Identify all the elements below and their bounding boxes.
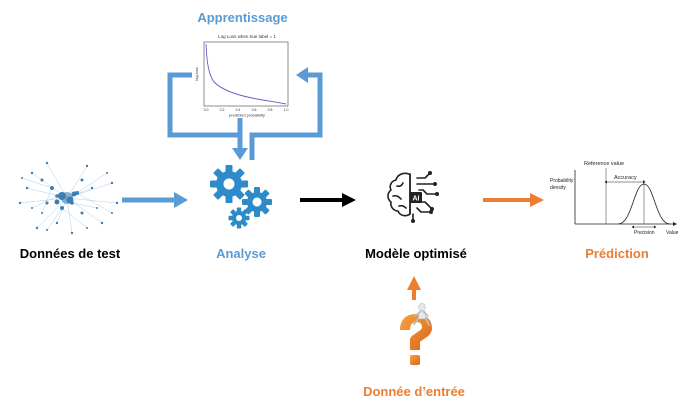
ai-brain-icon: AI <box>387 171 439 223</box>
distribution-reference-label: Reference value <box>584 161 624 167</box>
feedback-arrowhead-down <box>232 148 248 160</box>
plot-xtick: 1.0 <box>284 108 289 112</box>
input-label: Donnée d’entrée <box>363 384 465 399</box>
gaussian-curve <box>617 183 671 225</box>
learning-title: Apprentissage <box>197 10 288 25</box>
distribution-precision-label: Precision <box>634 230 655 236</box>
feedback-loop-right <box>249 72 323 160</box>
distribution-ylabel-2: density <box>550 185 566 191</box>
question-person-icon <box>400 303 432 365</box>
plot-xlabel: predicted probability <box>229 113 265 118</box>
arrowhead-model-to-prediction <box>530 193 544 207</box>
plot-xtick: 0.2 <box>220 108 225 112</box>
distribution-xlabel: Value <box>666 230 679 236</box>
log-loss-curve <box>205 43 287 105</box>
distribution-accuracy-label: Accuracy <box>614 175 637 181</box>
plot-xtick: 0.0 <box>204 108 209 112</box>
arrowhead-analysis-to-model <box>342 193 356 207</box>
gears-icon <box>210 165 272 229</box>
arrowhead-input-to-model <box>407 276 421 290</box>
ai-chip-label: AI <box>413 196 420 203</box>
arrowhead-test-to-analysis <box>174 192 188 208</box>
analysis-label: Analyse <box>216 246 266 261</box>
plot-xtick: 0.8 <box>268 108 273 112</box>
probability-distribution-icon: Reference value Probability density Accu… <box>550 161 679 236</box>
plot-xtick: 0.4 <box>236 108 241 112</box>
plot-xtick: 0.6 <box>252 108 257 112</box>
plot-frame <box>203 41 289 107</box>
ai-chip <box>410 192 422 203</box>
network-graph-icon <box>18 161 119 235</box>
log-loss-plot: Log Loss when true label = 1 log loss 0.… <box>192 30 294 118</box>
distribution-ylabel-1: Probability <box>550 178 574 184</box>
test-data-label: Données de test <box>19 246 121 261</box>
feedback-arrowhead-left <box>296 67 308 83</box>
prediction-label: Prédiction <box>585 246 649 261</box>
model-label: Modèle optimisé <box>365 246 467 261</box>
plot-title: Log Loss when true label = 1 <box>218 34 276 39</box>
plot-ylabel: log loss <box>194 67 199 81</box>
